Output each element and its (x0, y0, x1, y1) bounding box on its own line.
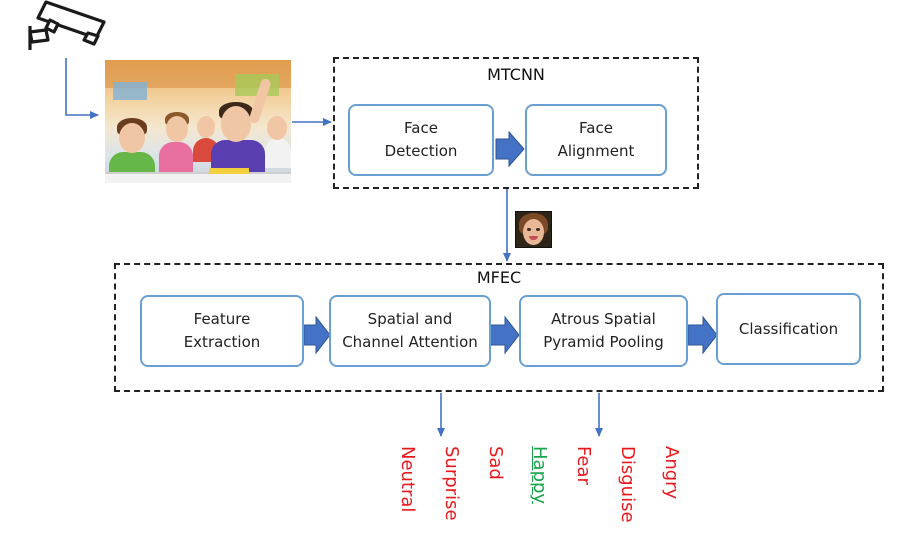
cctv-camera-icon (28, 0, 106, 50)
block-arrow-aspp-to-classification (687, 315, 718, 355)
photo-kid-face (267, 116, 287, 140)
block-arrow-detection-to-alignment (495, 130, 525, 168)
photo-kid-shirt (159, 142, 193, 172)
photo-poster (113, 82, 147, 100)
emotion-label-neutral: Neutral (397, 446, 418, 513)
feature-extraction-step: Feature Extraction (140, 295, 304, 367)
mfec-frame (114, 263, 884, 392)
photo-desk (105, 172, 291, 183)
face-detection-step: Face Detection (348, 104, 494, 176)
emotion-label-disguise: Disguise (617, 446, 638, 523)
face-crop-mouth (529, 236, 538, 240)
mfec-title: MFEC (476, 268, 522, 287)
block-arrow-extraction-to-attention (303, 315, 331, 355)
mtcnn-frame (333, 57, 699, 189)
face-crop-eye (536, 228, 540, 231)
photo-kid-face (119, 123, 145, 153)
face-crop-eye (527, 228, 531, 231)
face-crop-skin (523, 219, 544, 245)
photo-kid-face (166, 116, 188, 142)
classification-step: Classification (716, 293, 861, 365)
mtcnn-title: MTCNN (487, 65, 545, 84)
emotion-label-sad: Sad (485, 446, 506, 480)
photo-kid-face (221, 106, 251, 142)
emotion-label-fear: Fear (573, 446, 594, 485)
photo-kid-shirt (265, 138, 291, 168)
camera-to-photo-arrow (65, 58, 99, 119)
photo-book (209, 168, 249, 174)
emotion-label-surprise: Surprise (441, 446, 462, 521)
atrous-spatial-pyramid-pooling-step: Atrous Spatial Pyramid Pooling (519, 295, 688, 367)
classroom-photo (105, 60, 291, 183)
block-arrow-attention-to-aspp (489, 315, 520, 355)
face-crop-thumbnail (515, 211, 552, 248)
face-alignment-step: Face Alignment (525, 104, 667, 176)
spatial-channel-attention-step: Spatial and Channel Attention (329, 295, 491, 367)
emotion-label-angry: Angry (661, 446, 682, 500)
photo-kid-face (197, 116, 215, 138)
emotion-label-happy: Happy (529, 446, 550, 505)
